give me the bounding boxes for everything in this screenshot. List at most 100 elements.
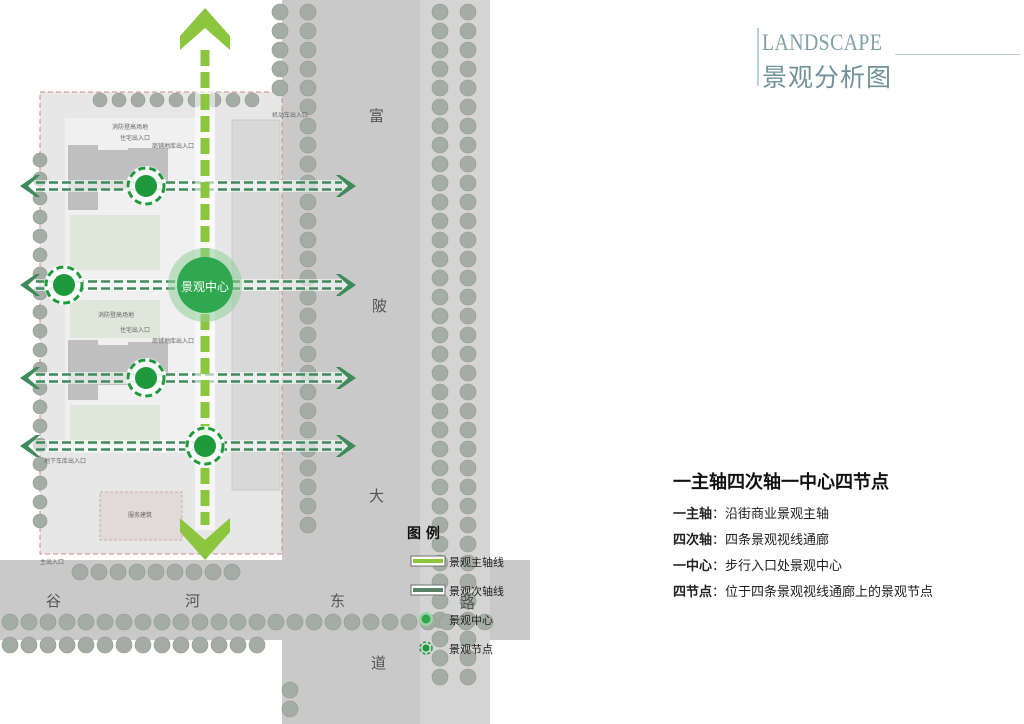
tree [431, 364, 449, 382]
tree [32, 399, 48, 415]
road-char-2: 陂 [372, 297, 388, 315]
tree [32, 323, 48, 339]
tree [299, 421, 317, 439]
tree [299, 231, 317, 249]
tree [153, 613, 171, 631]
lawn-areas [70, 215, 160, 445]
road-char-3: 大 [369, 487, 385, 505]
tree [459, 516, 477, 534]
tree [20, 636, 38, 654]
center-label: 景观中心 [180, 280, 229, 294]
tree [431, 535, 449, 553]
tree [90, 563, 108, 581]
tree [431, 193, 449, 211]
tree [204, 563, 222, 581]
tree [459, 231, 477, 249]
summary-item: 一主轴：沿街商业景观主轴 [673, 502, 1013, 528]
tree [459, 630, 477, 648]
tree [431, 41, 449, 59]
tree [299, 326, 317, 344]
tree [299, 288, 317, 306]
summary-key: 四次轴 [673, 533, 713, 548]
tree [267, 613, 285, 631]
tree [459, 345, 477, 363]
tree [431, 668, 449, 686]
tree [271, 22, 289, 40]
title-underline [895, 54, 1020, 55]
road-char-1: 富 [369, 107, 385, 125]
tree [281, 681, 299, 699]
tree [77, 613, 95, 631]
summary-text: 步行入口处景观中心 [725, 559, 843, 574]
tree [459, 573, 477, 591]
tree [299, 22, 317, 40]
tree [431, 250, 449, 268]
road-median [420, 0, 490, 724]
summary-key: 四节点 [673, 585, 713, 600]
tree [210, 613, 228, 631]
tree [459, 383, 477, 401]
tree [32, 475, 48, 491]
summary-text: 沿街商业景观主轴 [725, 507, 830, 522]
tree [324, 613, 342, 631]
tree [431, 155, 449, 173]
tree [271, 41, 289, 59]
tree [166, 563, 184, 581]
plan-label-4: 商铺地库出入口 [152, 143, 195, 150]
tree [191, 613, 209, 631]
tree [459, 459, 477, 477]
tree [381, 613, 399, 631]
summary-heading: 一主轴四次轴一中心四节点 [673, 472, 889, 493]
tree [457, 613, 475, 631]
summary-item: 四节点：位于四条景观视线通廊上的景观节点 [673, 580, 1013, 606]
tree [185, 563, 203, 581]
tree [459, 117, 477, 135]
legend-item-main-axis: 景观主轴线 [410, 552, 535, 572]
summary-sep: ： [712, 559, 726, 574]
tree [58, 636, 76, 654]
legend-label: 景观主轴线 [449, 556, 504, 569]
plan-label-7: 商铺地库出入口 [152, 338, 195, 345]
landscape-center [168, 248, 242, 322]
tree [459, 307, 477, 325]
tree [225, 92, 241, 108]
tree [299, 497, 317, 515]
tree [459, 649, 477, 667]
tree [299, 98, 317, 116]
tree [299, 516, 317, 534]
plan-label-10: 主出入口 [40, 559, 65, 566]
main-axis-symbol [410, 555, 446, 567]
plan-label-2: 消防登高场地 [112, 124, 149, 131]
tree [39, 613, 57, 631]
tree [459, 497, 477, 515]
summary-text: 四条景观视线通廊 [725, 533, 830, 548]
tree [191, 636, 209, 654]
tree [431, 136, 449, 154]
tree [459, 98, 477, 116]
tree [459, 478, 477, 496]
tree [431, 269, 449, 287]
road-char-4: 路 [460, 594, 476, 612]
tree [172, 613, 190, 631]
tree [32, 247, 48, 263]
tree [32, 494, 48, 510]
tree [459, 364, 477, 382]
summary-item: 一中心：步行入口处景观中心 [673, 554, 1013, 580]
road-char-8: 东 [330, 592, 346, 610]
summary-text: 位于四条景观视线通廊上的景观节点 [725, 585, 934, 600]
landscape-node [126, 166, 166, 206]
tree [431, 174, 449, 192]
site-plan [0, 0, 530, 724]
tree [343, 613, 361, 631]
tree [58, 613, 76, 631]
title-chinese: 景观分析图 [762, 63, 893, 92]
tree [32, 418, 48, 434]
tree [305, 613, 323, 631]
tree [299, 402, 317, 420]
summary-sep: ： [712, 507, 726, 522]
street-trees [1, 3, 494, 718]
tree [362, 613, 380, 631]
tree [459, 3, 477, 21]
tree [271, 79, 289, 97]
tree [130, 92, 146, 108]
